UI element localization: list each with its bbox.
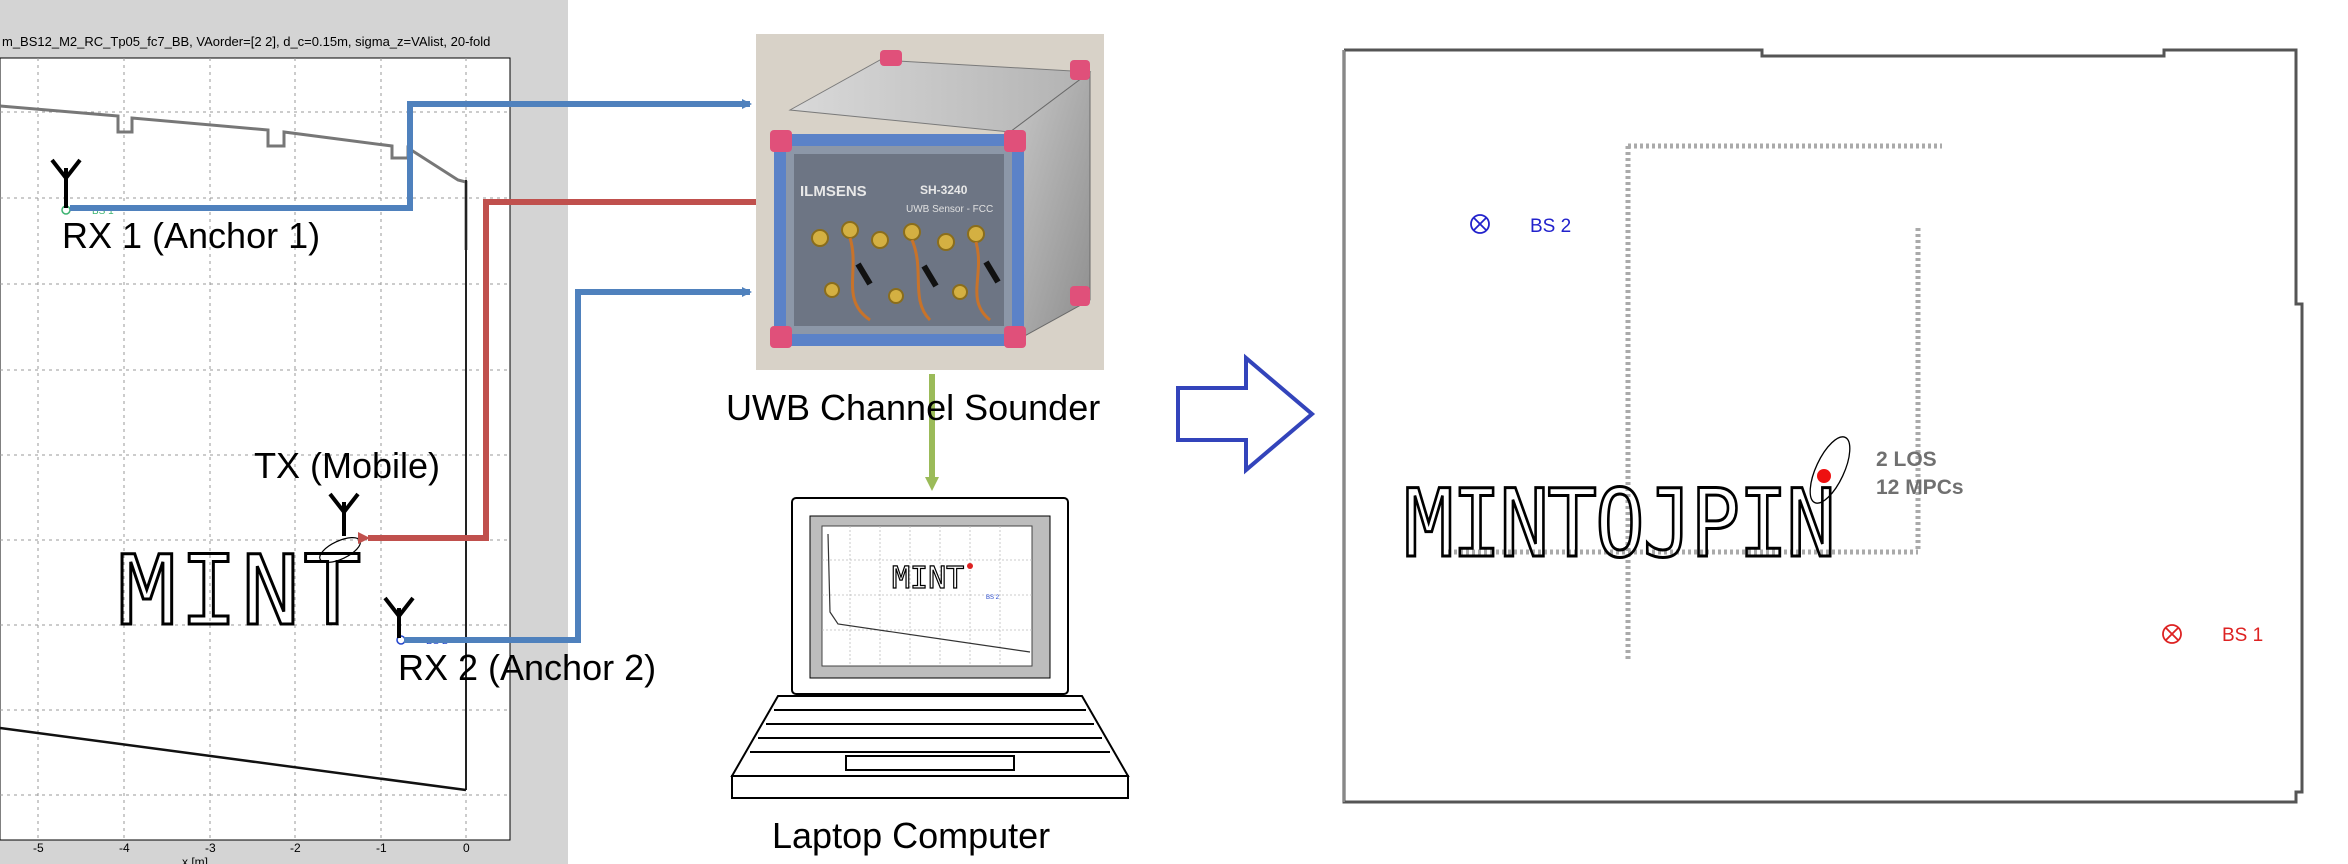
x-tick: -3 (205, 841, 216, 855)
plot-bs1-label: BS 1 (92, 206, 114, 217)
plot-wall-bottom (0, 726, 467, 792)
rx2-label: RX 2 (Anchor 2) (398, 647, 656, 688)
sounder-to-tx-arrow (358, 199, 760, 544)
device-connectors (811, 221, 1001, 322)
device-subtitle: UWB Sensor - FCC (906, 204, 993, 215)
plot-wall-top (0, 104, 468, 250)
device-brand: ILMSENS (800, 183, 867, 200)
bs2-marker-icon (1470, 214, 1490, 234)
x-tick: -2 (290, 841, 301, 855)
mobile-uncertainty-ellipse (1809, 436, 1851, 504)
los-count: 2 LOS (1876, 448, 1937, 471)
sounder-label: UWB Channel Sounder (726, 387, 1100, 428)
bs1-marker-icon (2162, 624, 2182, 644)
antenna-rx1-icon (50, 158, 82, 208)
tx-label: TX (Mobile) (254, 445, 440, 486)
x-axis-label: x [m] (182, 855, 208, 864)
bs2-label: BS 2 (1530, 216, 1571, 237)
x-tick: -5 (33, 841, 44, 855)
antenna-rx2-icon (383, 596, 415, 638)
rx1-to-sounder-arrow (70, 99, 752, 211)
laptop-icon: MINT BS 2 (730, 497, 1130, 799)
uwb-sounder-device: ILMSENS SH-3240 UWB Sensor - FCC (756, 34, 1104, 370)
x-tick: 0 (463, 841, 470, 855)
device-model: SH-3240 (920, 183, 968, 197)
laptop-screen-bs: BS 2 (986, 595, 1000, 601)
antenna-tx-icon (328, 492, 360, 536)
laptop-label: Laptop Computer (772, 815, 1050, 856)
plot-title: m_BS12_M2_RC_Tp05_fc7_BB, VAorder=[2 2],… (2, 34, 490, 49)
room-outline (1342, 48, 2304, 804)
rx1-label: RX 1 (Anchor 1) (62, 215, 320, 256)
dotted-paths (1448, 143, 1942, 660)
room-map: BS 2 BS 1 MINTOJPIN 2 LOS 12 MPCs (1342, 48, 2304, 804)
x-tick: -1 (376, 841, 387, 855)
mpc-count: 12 MPCs (1876, 476, 1964, 499)
big-right-arrow (1176, 353, 1316, 475)
left-plot-panel: m_BS12_M2_RC_Tp05_fc7_BB, VAorder=[2 2],… (0, 0, 656, 864)
laptop-screen-handwriting: MINT (892, 561, 964, 596)
handwriting-left: MINT (118, 535, 365, 647)
handwriting-right: MINTOJPIN (1404, 470, 1834, 579)
mobile-position-marker (1817, 469, 1831, 483)
bs1-label: BS 1 (2222, 625, 2263, 646)
signal-arrows (70, 99, 939, 643)
laptop-screen (821, 525, 1033, 667)
rx2-to-sounder-arrow (404, 287, 752, 643)
x-tick: -4 (119, 841, 130, 855)
